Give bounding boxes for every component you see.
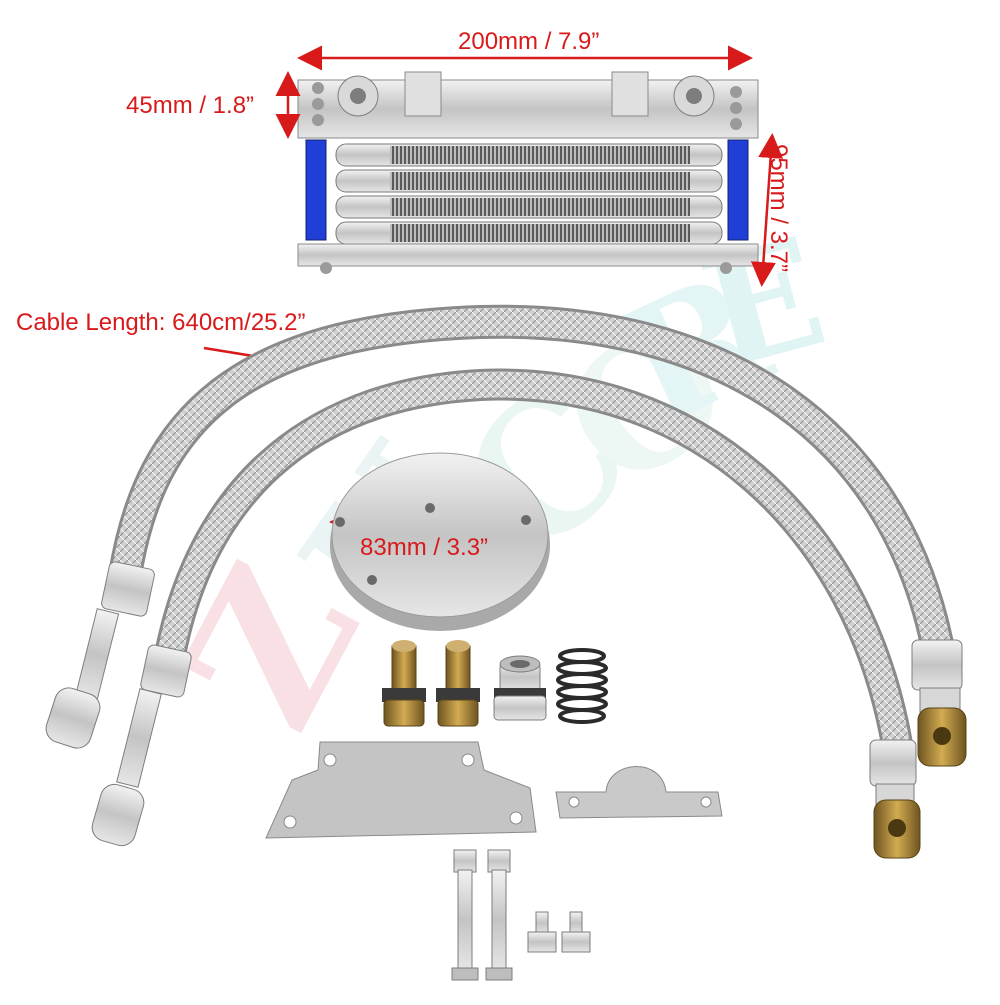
hose-fitting-right-inner xyxy=(869,739,921,859)
spring xyxy=(556,648,608,724)
hose-fitting-left-outer xyxy=(45,561,155,749)
banjo-bolt-1 xyxy=(382,640,426,727)
oil-cooler-radiator xyxy=(297,71,759,274)
round-adapter-plate xyxy=(330,452,550,631)
plate-diameter-label: 83mm / 3.3” xyxy=(360,534,489,561)
short-bolt-1 xyxy=(527,911,557,953)
width-dimension-label: 200mm / 7.9” xyxy=(458,28,600,55)
height-dimension-label: 95mm / 3.7” xyxy=(765,143,792,273)
braided-hose-outer xyxy=(108,304,957,677)
short-bolt-2 xyxy=(561,911,591,953)
hose-fitting-right-outer xyxy=(911,639,967,767)
thickness-dimension-label: 45mm / 1.8” xyxy=(126,92,255,119)
braided-hose-inner xyxy=(154,368,914,766)
mounting-bracket xyxy=(265,741,537,839)
threaded-adapter xyxy=(493,655,547,721)
u-clamp xyxy=(555,766,723,819)
hose-fitting-left-inner xyxy=(91,644,192,847)
banjo-bolt-2 xyxy=(436,640,480,727)
long-bolt-2 xyxy=(485,849,513,981)
long-bolt-1 xyxy=(451,849,479,981)
cable-length-label: Cable Length: 640cm/25.2” xyxy=(16,309,306,336)
